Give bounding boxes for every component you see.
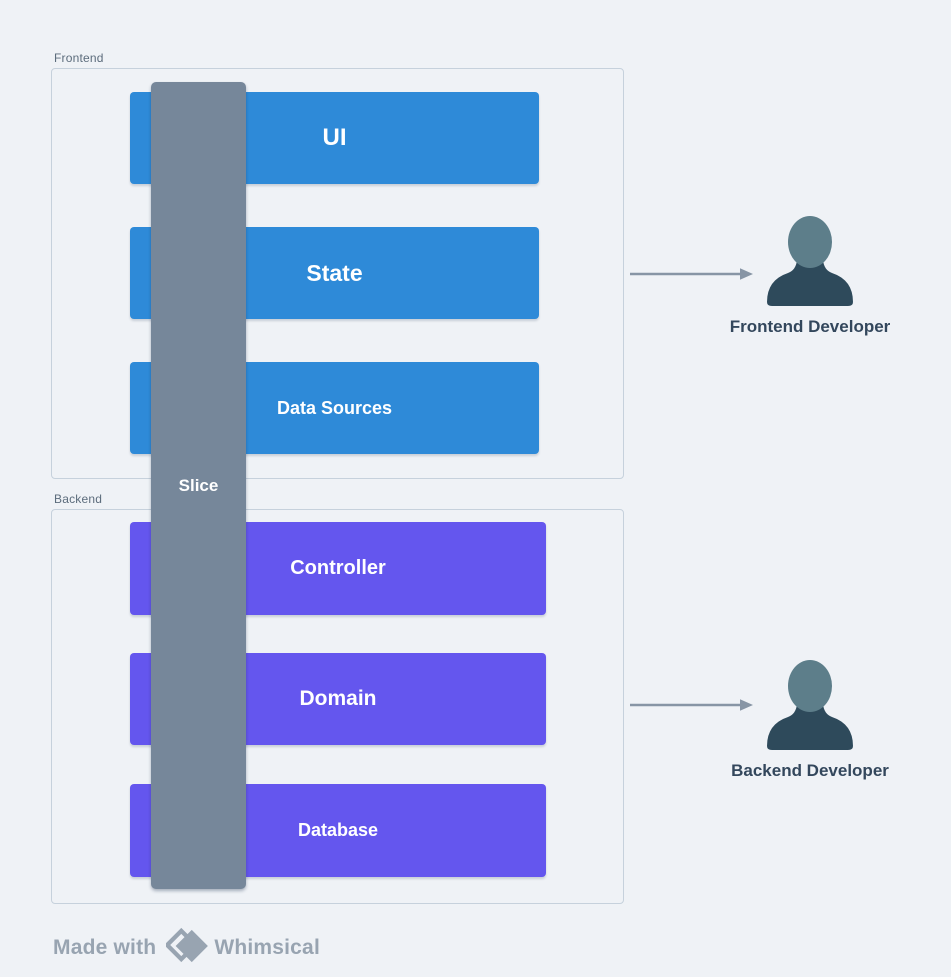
whimsical-logo-icon (164, 926, 209, 970)
footer-prefix-text: Made with (53, 936, 157, 959)
slice-bar[interactable]: Slice (151, 82, 246, 889)
arrow-right-icon (630, 268, 753, 280)
node-state-label: State (306, 259, 363, 286)
backend-developer-actor[interactable]: Backend Developer (722, 660, 898, 781)
frontend-group-container[interactable] (51, 68, 624, 479)
node-data-sources-label: Data Sources (276, 397, 393, 418)
person-icon (767, 216, 853, 306)
backend-group-label: Backend (54, 492, 103, 506)
frontend-developer-label: Frontend Developer (729, 317, 891, 336)
made-with-whimsical-link[interactable]: Made with Whimsical (53, 926, 320, 970)
backend-developer-label: Backend Developer (731, 761, 889, 780)
frontend-group-label: Frontend (54, 51, 104, 65)
arrow-to-frontend-developer[interactable] (630, 267, 754, 286)
arrow-right-icon (630, 699, 753, 711)
node-ui-label: UI (322, 124, 347, 151)
arrow-to-backend-developer[interactable] (630, 698, 754, 717)
backend-group-container[interactable] (51, 509, 624, 904)
footer-brand-text: Whimsical (214, 936, 320, 959)
frontend-developer-actor[interactable]: Frontend Developer (722, 216, 898, 337)
node-domain-label: Domain (299, 687, 377, 710)
node-controller-label: Controller (290, 557, 386, 579)
node-database-label: Database (297, 820, 379, 840)
slice-bar-label: Slice (178, 476, 219, 495)
person-icon (767, 660, 853, 750)
